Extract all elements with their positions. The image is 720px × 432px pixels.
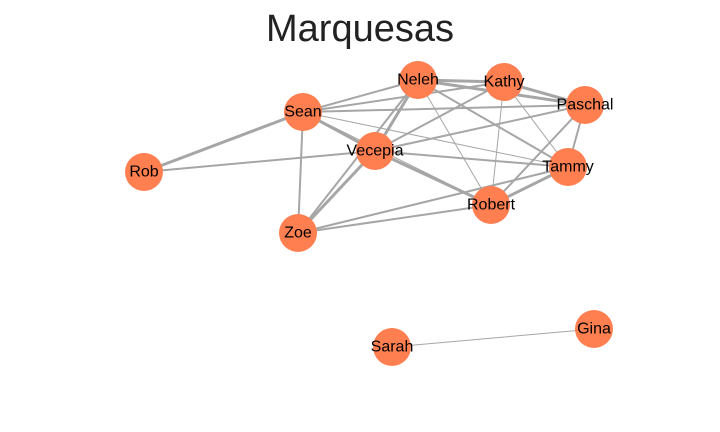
node-label-gina: Gina bbox=[577, 321, 611, 338]
edge-layer bbox=[143, 78, 595, 348]
node-sean: Sean bbox=[284, 93, 322, 131]
edge-sean-zoe bbox=[297, 111, 304, 234]
edge-robert-zoe bbox=[297, 204, 492, 234]
node-rob: Rob bbox=[125, 153, 163, 191]
node-label-sarah: Sarah bbox=[371, 339, 414, 356]
node-circle-rob bbox=[125, 153, 163, 191]
node-zoe: Zoe bbox=[279, 214, 317, 252]
node-tammy: Tammy bbox=[542, 148, 594, 186]
edge-kathy-vecepia bbox=[374, 81, 505, 152]
node-circle-zoe bbox=[279, 214, 317, 252]
edge-paschal-robert bbox=[490, 104, 586, 206]
node-circle-gina bbox=[575, 310, 613, 348]
node-label-neleh: Neleh bbox=[397, 72, 439, 89]
node-circle-vecepia bbox=[356, 132, 394, 170]
node-label-robert: Robert bbox=[467, 197, 516, 214]
node-paschal: Paschal bbox=[557, 86, 614, 124]
node-circle-sarah bbox=[373, 328, 411, 366]
node-label-tammy: Tammy bbox=[542, 159, 594, 176]
node-label-zoe: Zoe bbox=[284, 225, 312, 242]
node-label-paschal: Paschal bbox=[557, 97, 614, 114]
node-label-rob: Rob bbox=[129, 164, 158, 181]
edge-vecepia-robert bbox=[374, 149, 492, 207]
edge-neleh-sean bbox=[302, 79, 419, 113]
node-label-sean: Sean bbox=[284, 104, 321, 121]
edge-neleh-tammy bbox=[417, 79, 569, 168]
node-gina: Gina bbox=[575, 310, 613, 348]
node-circle-paschal bbox=[566, 86, 604, 124]
node-circle-neleh bbox=[399, 61, 437, 99]
edge-sarah-gina bbox=[391, 328, 595, 348]
edge-vecepia-tammy bbox=[374, 150, 569, 168]
node-kathy: Kathy bbox=[484, 63, 525, 101]
node-circle-robert bbox=[472, 186, 510, 224]
node-circle-kathy bbox=[485, 63, 523, 101]
edge-kathy-sean bbox=[302, 81, 505, 113]
node-label-vecepia: Vecepia bbox=[347, 143, 404, 160]
node-circle-sean bbox=[284, 93, 322, 131]
node-robert: Robert bbox=[467, 186, 516, 224]
edge-neleh-robert bbox=[417, 79, 492, 206]
edge-paschal-vecepia bbox=[374, 104, 586, 152]
edge-paschal-sean bbox=[302, 104, 586, 113]
node-neleh: Neleh bbox=[397, 61, 439, 99]
edge-sean-tammy bbox=[302, 111, 569, 168]
node-circle-tammy bbox=[549, 148, 587, 186]
edge-vecepia-rob bbox=[143, 150, 376, 173]
graph-title: Marquesas bbox=[266, 8, 454, 50]
node-vecepia: Vecepia bbox=[347, 132, 404, 170]
node-label-kathy: Kathy bbox=[484, 74, 525, 91]
edge-sean-rob bbox=[143, 110, 304, 174]
node-sarah: Sarah bbox=[371, 328, 414, 366]
edge-tammy-zoe bbox=[297, 166, 569, 234]
